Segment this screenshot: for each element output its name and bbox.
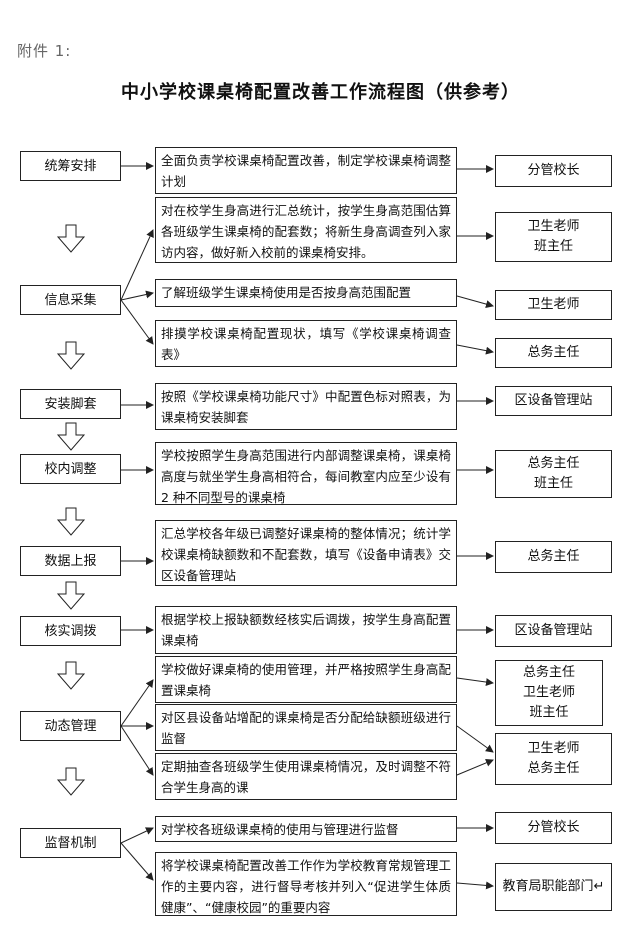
role-box: 卫生老师 班主任: [495, 212, 612, 262]
page-title: 中小学校课桌椅配置改善工作流程图（供参考）: [121, 82, 520, 103]
connector-arrow: [120, 842, 154, 881]
desc-box: 对区县设备站增配的课桌椅是否分配给缺额班级进行监督: [155, 704, 457, 751]
connector-arrow: [456, 677, 494, 686]
desc-box: 学校做好课桌椅的使用管理，并严格按照学生身高配置课桌椅: [155, 656, 457, 703]
role-box: 分管校长: [495, 812, 612, 844]
connector-arrow: [456, 295, 494, 308]
connector-arrow: [120, 725, 154, 776]
role-label: 卫生老师 班主任: [527, 219, 580, 254]
role-box: 总务主任: [495, 541, 612, 573]
step-box-internal-adjust: 校内调整: [20, 454, 121, 484]
role-label: 总务主任 班主任: [527, 456, 580, 491]
role-box: 卫生老师: [495, 290, 612, 320]
role-box: 卫生老师 总务主任: [495, 733, 612, 785]
role-label: 教育局职能部门↵: [502, 879, 605, 894]
down-arrow-icon: [56, 507, 86, 536]
role-label: 总务主任: [527, 549, 580, 564]
connector-arrow: [120, 827, 154, 844]
down-arrow-icon: [56, 341, 86, 370]
connector-arrow: [456, 344, 494, 355]
desc-box: 定期抽查各班级学生使用课桌椅情况，及时调整不符合学生身高的课: [155, 753, 457, 800]
connector-arrow: [120, 299, 154, 345]
role-label: 分管校长: [527, 163, 580, 178]
step-box-info-collection: 信息采集: [20, 285, 121, 315]
desc-box: 排摸学校课桌椅配置现状，填写《学校课桌椅调查表》: [155, 320, 457, 367]
desc-box: 全面负责学校课桌椅配置改善，制定学校课桌椅调整计划: [155, 147, 457, 194]
desc-box: 对在校学生身高进行汇总统计，按学生身高范围估算各班级学生课桌椅的配套数；将新生身…: [155, 197, 457, 263]
role-label: 总务主任 卫生老师 班主任: [522, 665, 575, 720]
role-label: 分管校长: [527, 820, 580, 835]
connector-arrow: [120, 290, 154, 301]
connector-arrow: [456, 759, 494, 776]
role-label: 区设备管理站: [514, 393, 593, 408]
down-arrow-icon: [56, 767, 86, 796]
connector-arrow: [456, 881, 494, 890]
down-arrow-icon: [56, 661, 86, 690]
role-label: 总务主任: [527, 345, 580, 360]
role-box: 分管校长: [495, 155, 612, 187]
step-box-data-report: 数据上报: [20, 546, 121, 576]
role-box: 总务主任 班主任: [495, 450, 612, 498]
step-box-supervision: 监督机制: [20, 828, 121, 858]
role-box: 总务主任: [495, 338, 612, 368]
connector-arrow: [120, 679, 154, 727]
connector-arrow: [120, 229, 154, 301]
role-box: 区设备管理站: [495, 386, 612, 416]
desc-box: 按照《学校课桌椅功能尺寸》中配置色标对照表，为课桌椅安装脚套: [155, 383, 457, 430]
desc-box: 学校按照学生身高范围进行内部调整课桌椅，课桌椅高度与就坐学生身高相符合，每间教室…: [155, 442, 457, 505]
desc-box: 汇总学校各年级已调整好课桌椅的整体情况；统计学校课桌椅缺额数和不配套数，填写《设…: [155, 520, 457, 586]
role-box: 区设备管理站: [495, 615, 612, 647]
desc-box: 对学校各班级课桌椅的使用与管理进行监督: [155, 816, 457, 842]
desc-box: 根据学校上报缺额数经核实后调拨，按学生身高配置课桌椅: [155, 606, 457, 654]
step-box-verify-allocate: 核实调拨: [20, 616, 121, 646]
role-label: 卫生老师 总务主任: [527, 741, 580, 776]
step-box-install-caps: 安装脚套: [20, 389, 121, 419]
role-box: 教育局职能部门↵: [495, 863, 612, 911]
role-box: 总务主任 卫生老师 班主任: [495, 660, 603, 726]
connector-arrow: [456, 725, 494, 753]
role-label: 区设备管理站: [514, 623, 593, 638]
role-label: 卫生老师: [527, 297, 580, 312]
desc-box: 了解班级学生课桌椅使用是否按身高范围配置: [155, 279, 457, 307]
down-arrow-icon: [56, 581, 86, 610]
attachment-label: 附件 1:: [17, 42, 72, 60]
desc-box: 将学校课桌椅配置改善工作作为学校教育常规管理工作的主要内容，进行督导考核并列入“…: [155, 852, 457, 916]
down-arrow-icon: [56, 422, 86, 451]
step-box-dynamic-management: 动态管理: [20, 711, 121, 741]
step-box-planning: 统筹安排: [20, 151, 121, 181]
down-arrow-icon: [56, 224, 86, 253]
